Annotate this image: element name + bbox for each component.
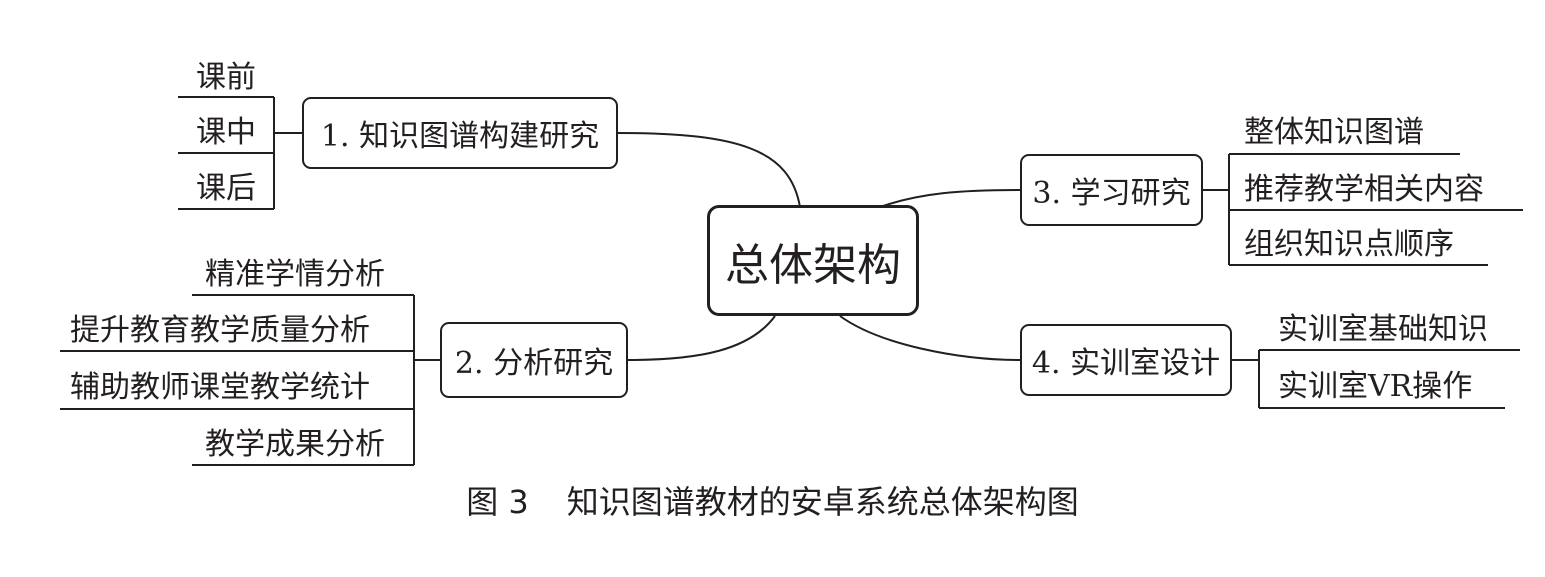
center-node: 总体架构 [707, 205, 919, 316]
leaf-2-1: 精准学情分析 [205, 257, 385, 292]
leaf-2-2: 提升教育教学质量分析 [70, 313, 370, 348]
connector-center-branch1 [617, 132, 801, 208]
leaf-3-2: 推荐教学相关内容 [1244, 172, 1484, 207]
figure-caption: 图 3 知识图谱教材的安卓系统总体架构图 [0, 478, 1545, 526]
leaf-1-2: 课中 [196, 115, 256, 150]
branch-node-3: 3. 学习研究 [1020, 154, 1203, 226]
connector-center-branch2 [627, 315, 776, 361]
leaf-4-2: 实训室VR操作 [1278, 369, 1473, 404]
branch-node-4: 4. 实训室设计 [1020, 324, 1232, 396]
leaf-1-1: 课前 [196, 60, 256, 95]
branch-node-2: 2. 分析研究 [440, 322, 628, 398]
figure-number: 图 3 [466, 483, 529, 521]
leaf-2-3: 辅助教师课堂教学统计 [70, 370, 370, 405]
branch-node-1: 1. 知识图谱构建研究 [302, 97, 618, 169]
connector-center-branch3 [879, 189, 1021, 208]
leaf-2-4: 教学成果分析 [205, 427, 385, 462]
leaf-3-3: 组织知识点顺序 [1244, 227, 1454, 262]
leaf-1-3: 课后 [196, 171, 256, 206]
leaf-4-1: 实训室基础知识 [1278, 312, 1488, 347]
figure-title: 知识图谱教材的安卓系统总体架构图 [566, 483, 1079, 521]
connector-center-branch4 [839, 315, 1021, 361]
leaf-3-1: 整体知识图谱 [1244, 115, 1424, 150]
